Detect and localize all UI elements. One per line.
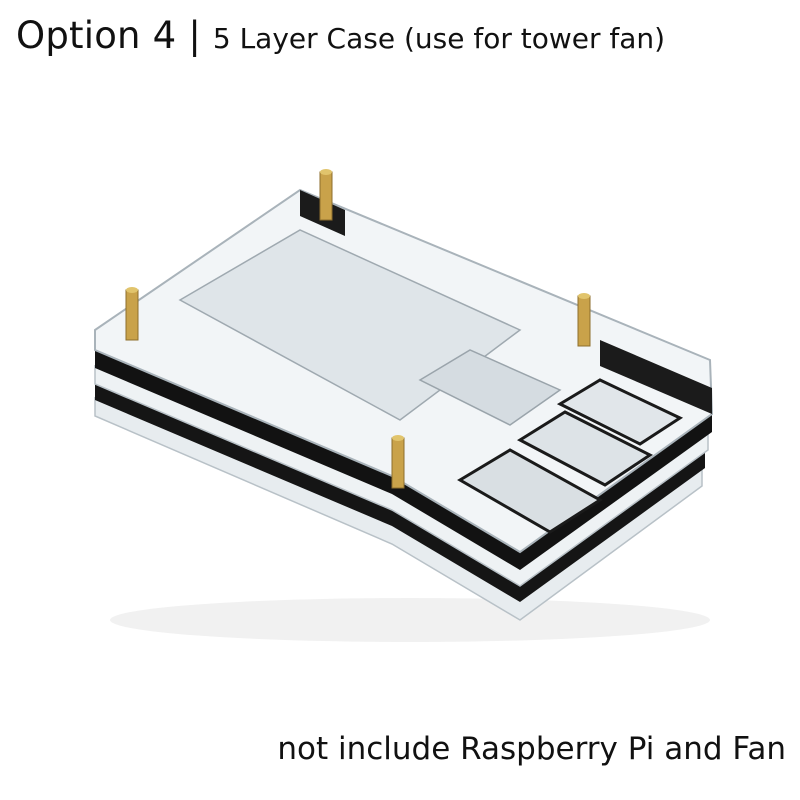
port-cutout-3 [556, 378, 684, 446]
option-label: Option 4 [16, 14, 177, 57]
standoff-left [125, 287, 139, 341]
exclusion-note: not include Raspberry Pi and Fan [277, 731, 786, 767]
case-description: 5 Layer Case (use for tower fan) [212, 22, 666, 55]
brass-standoffs [125, 169, 591, 489]
sd-recess [418, 349, 562, 426]
title-separator: | [188, 14, 201, 57]
standoff-back [319, 169, 333, 221]
port-cutout-2 [516, 410, 653, 487]
title-bar: Option 4 | 5 Layer Case (use for tower f… [16, 14, 665, 66]
standoff-front [391, 435, 405, 489]
acrylic-case-photo [94, 169, 714, 642]
port-cutout-1 [457, 448, 603, 534]
case-shadow [110, 598, 710, 642]
board-recesses [178, 229, 684, 534]
standoff-right [577, 293, 591, 347]
right-frame-black [600, 340, 712, 414]
